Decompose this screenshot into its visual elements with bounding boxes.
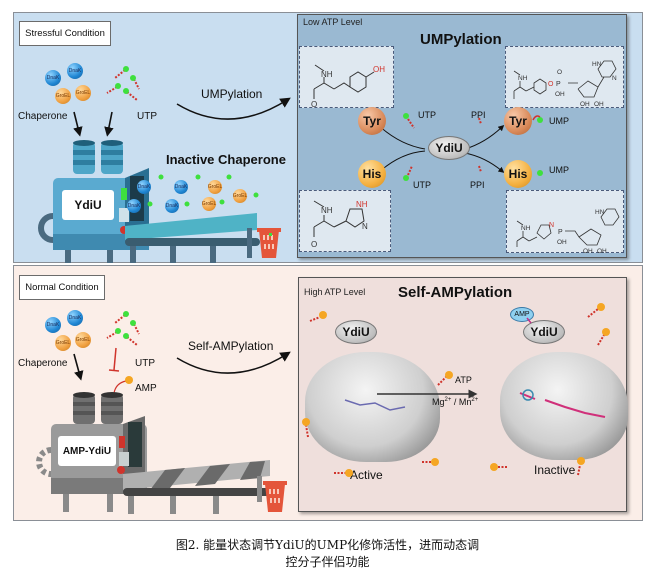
self-ampylation-title: Self-AMPylation bbox=[398, 284, 513, 301]
ydiu-enzyme-inactive: YdiU bbox=[523, 320, 565, 344]
n-atom: N bbox=[612, 75, 617, 82]
chaperone-label: Chaperone bbox=[18, 358, 68, 369]
ydiu-structure-active bbox=[305, 352, 440, 462]
umpylated-histidine: His bbox=[504, 160, 532, 188]
mn-text: / Mn bbox=[451, 397, 472, 407]
nh-ring-atom: NH bbox=[356, 200, 368, 209]
amp-ydiu-machine-label: AMP-YdiU bbox=[62, 445, 112, 457]
utp-molecules-icon bbox=[106, 66, 140, 101]
active-site-ligand-icon bbox=[344, 399, 406, 411]
ydiu-enzyme-active: YdiU bbox=[335, 320, 377, 344]
p-atom: P bbox=[556, 81, 561, 88]
n-atom: N bbox=[549, 222, 554, 229]
utp-molecules-icon bbox=[106, 311, 140, 346]
atp-reaction-arrow-icon bbox=[377, 389, 478, 399]
o-atom: O bbox=[557, 69, 562, 76]
inhibition-and-input-arrows-icon bbox=[73, 347, 120, 381]
ppi-label-top: PPI bbox=[471, 110, 486, 120]
atp-molecules-icon bbox=[302, 303, 610, 477]
dnak-chaperone: DnaK bbox=[67, 310, 83, 326]
chaperone-label: Chaperone bbox=[18, 111, 68, 122]
self-ampylation-arrow-icon bbox=[176, 351, 291, 374]
inactive-state-label: Inactive bbox=[534, 463, 576, 477]
umpylation-arrow-label: UMPylation bbox=[201, 87, 263, 101]
ump-histidine-structure: NH N P OH HN OH OH bbox=[506, 190, 624, 255]
inactive-groel: GroEL bbox=[202, 197, 216, 211]
hn-atom: HN bbox=[592, 61, 602, 68]
inactive-groel: GroEL bbox=[208, 180, 222, 194]
histidine-structure: NH NH N O bbox=[299, 190, 391, 252]
utp-label-top: UTP bbox=[418, 110, 436, 120]
utp-label: UTP bbox=[135, 358, 155, 369]
ump-tyrosine-structure: NH O P O OH HN N OH OH bbox=[505, 46, 624, 108]
inactive-dnak: DnaK bbox=[137, 180, 151, 194]
inactive-dnak: DnaK bbox=[127, 199, 141, 213]
high-atp-level-label: High ATP Level bbox=[304, 287, 366, 297]
o-atom: O bbox=[311, 240, 317, 249]
ydiu-machine-label: YdiU bbox=[74, 198, 102, 212]
oh-atom: OH bbox=[580, 101, 590, 108]
inactive-groel: GroEL bbox=[233, 189, 247, 203]
hn-atom: HN bbox=[595, 209, 605, 216]
oh-atom: OH bbox=[597, 248, 607, 255]
ump-tags-icon bbox=[147, 174, 259, 207]
oh-atom: OH bbox=[583, 248, 593, 255]
low-atp-level-label: Low ATP Level bbox=[303, 17, 363, 27]
oh-atom: OH bbox=[555, 91, 565, 98]
tyrosine-structure: NH OH O bbox=[299, 46, 394, 109]
groel-chaperone: GroEL bbox=[75, 332, 91, 348]
nh-atom: NH bbox=[321, 70, 333, 79]
active-state-label: Active bbox=[350, 468, 383, 482]
utp-ppi-ump-icons bbox=[403, 113, 543, 181]
groel-chaperone: GroEL bbox=[55, 88, 71, 104]
utp-label-bottom: UTP bbox=[413, 180, 431, 190]
normal-condition-label: Normal Condition bbox=[19, 275, 105, 300]
nh-atom: NH bbox=[521, 225, 531, 232]
amp-label: AMP bbox=[135, 383, 157, 394]
cofactor-label: Mg2+ / Mn2+ bbox=[432, 397, 478, 407]
amp-link-icon bbox=[526, 317, 532, 324]
histidine-residue: His bbox=[358, 160, 386, 188]
utp-label: UTP bbox=[137, 111, 157, 122]
mg-text: Mg bbox=[432, 397, 445, 407]
inactive-chaperone-label: Inactive Chaperone bbox=[166, 152, 286, 167]
umpylation-arrow-icon bbox=[176, 97, 291, 120]
ydiu-machine-illustration bbox=[38, 140, 281, 263]
dnak-chaperone: DnaK bbox=[45, 70, 61, 86]
n-atom: N bbox=[362, 222, 368, 231]
o-atom: O bbox=[548, 81, 554, 88]
dnak-chaperone: DnaK bbox=[45, 317, 61, 333]
dnak-chaperone: DnaK bbox=[67, 63, 83, 79]
oh-atom: OH bbox=[594, 101, 604, 108]
amp-ydiu-machine-illustration bbox=[36, 392, 287, 514]
input-arrows-icon bbox=[73, 111, 114, 137]
ump-label-top: UMP bbox=[549, 116, 569, 126]
self-ampylation-arrow-label: Self-AMPylation bbox=[188, 339, 274, 353]
figure-caption-line2: 控分子伴侣功能 bbox=[285, 555, 370, 569]
p-atom: P bbox=[558, 229, 563, 236]
nh-atom: NH bbox=[321, 206, 333, 215]
o-atom: O bbox=[311, 100, 317, 109]
mg-charge: 2+ bbox=[444, 397, 452, 403]
umpylation-title: UMPylation bbox=[420, 31, 502, 48]
ydiu-enzyme: YdiU bbox=[428, 136, 470, 160]
mn-charge: 2+ bbox=[471, 397, 479, 403]
amp-molecule-icon bbox=[113, 376, 133, 394]
groel-chaperone: GroEL bbox=[55, 335, 71, 351]
umpylated-tyrosine: Tyr bbox=[504, 107, 532, 135]
groel-chaperone: GroEL bbox=[75, 85, 91, 101]
nh-atom: NH bbox=[518, 75, 528, 82]
inactive-dnak: DnaK bbox=[174, 180, 188, 194]
tyrosine-residue: Tyr bbox=[358, 107, 386, 135]
stress-condition-label: Stressful Condition bbox=[19, 21, 111, 46]
bound-amp-ligand-icon bbox=[519, 389, 606, 418]
ump-label-bottom: UMP bbox=[549, 165, 569, 175]
inactive-dnak: DnaK bbox=[165, 199, 179, 213]
atp-label: ATP bbox=[455, 375, 472, 385]
oh-atom: OH bbox=[373, 65, 385, 74]
figure-caption-line1: 图2. 能量状态调节YdiU的UMP化修饰活性，进而动态调 bbox=[175, 538, 480, 552]
oh-atom: OH bbox=[557, 239, 567, 246]
ppi-label-bottom: PPI bbox=[470, 180, 485, 190]
